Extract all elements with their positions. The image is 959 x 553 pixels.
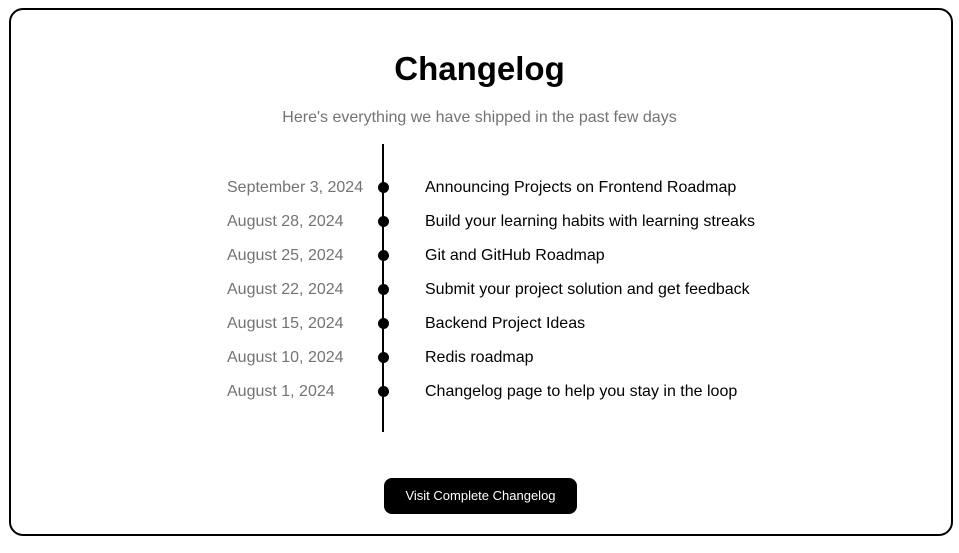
changelog-entry: August 22, 2024 Submit your project solu… (0, 278, 959, 302)
changelog-entry: September 3, 2024 Announcing Projects on… (0, 176, 959, 200)
entry-date: August 1, 2024 (227, 383, 335, 400)
changelog-card (9, 8, 953, 536)
entry-title-link[interactable]: Git and GitHub Roadmap (425, 247, 605, 264)
entry-title-link[interactable]: Announcing Projects on Frontend Roadmap (425, 179, 737, 196)
changelog-entry: August 10, 2024 Redis roadmap (0, 346, 959, 370)
entry-date: August 22, 2024 (227, 281, 344, 298)
visit-complete-changelog-button[interactable]: Visit Complete Changelog (384, 478, 577, 514)
page-title: Changelog (394, 50, 565, 87)
changelog-entry: August 25, 2024 Git and GitHub Roadmap (0, 244, 959, 268)
timeline-dot-icon (378, 182, 389, 193)
entry-date: August 28, 2024 (227, 213, 344, 230)
entry-title-link[interactable]: Changelog page to help you stay in the l… (425, 383, 738, 400)
changelog-entry: August 28, 2024 Build your learning habi… (0, 210, 959, 234)
page-subtitle: Here's everything we have shipped in the… (282, 109, 677, 126)
entry-date: September 3, 2024 (227, 179, 364, 196)
entry-title-link[interactable]: Redis roadmap (425, 349, 534, 366)
timeline-dot-icon (378, 250, 389, 261)
timeline-dot-icon (378, 352, 389, 363)
changelog-entry: August 15, 2024 Backend Project Ideas (0, 312, 959, 336)
timeline-dot-icon (378, 318, 389, 329)
changelog-entry: August 1, 2024 Changelog page to help yo… (0, 380, 959, 404)
entry-title-link[interactable]: Submit your project solution and get fee… (425, 281, 750, 298)
entry-date: August 25, 2024 (227, 247, 344, 264)
entry-date: August 15, 2024 (227, 315, 344, 332)
timeline-dot-icon (378, 216, 389, 227)
timeline-dot-icon (378, 386, 389, 397)
entry-title-link[interactable]: Backend Project Ideas (425, 315, 586, 332)
entry-date: August 10, 2024 (227, 349, 344, 366)
entry-title-link[interactable]: Build your learning habits with learning… (425, 213, 755, 230)
timeline-dot-icon (378, 284, 389, 295)
